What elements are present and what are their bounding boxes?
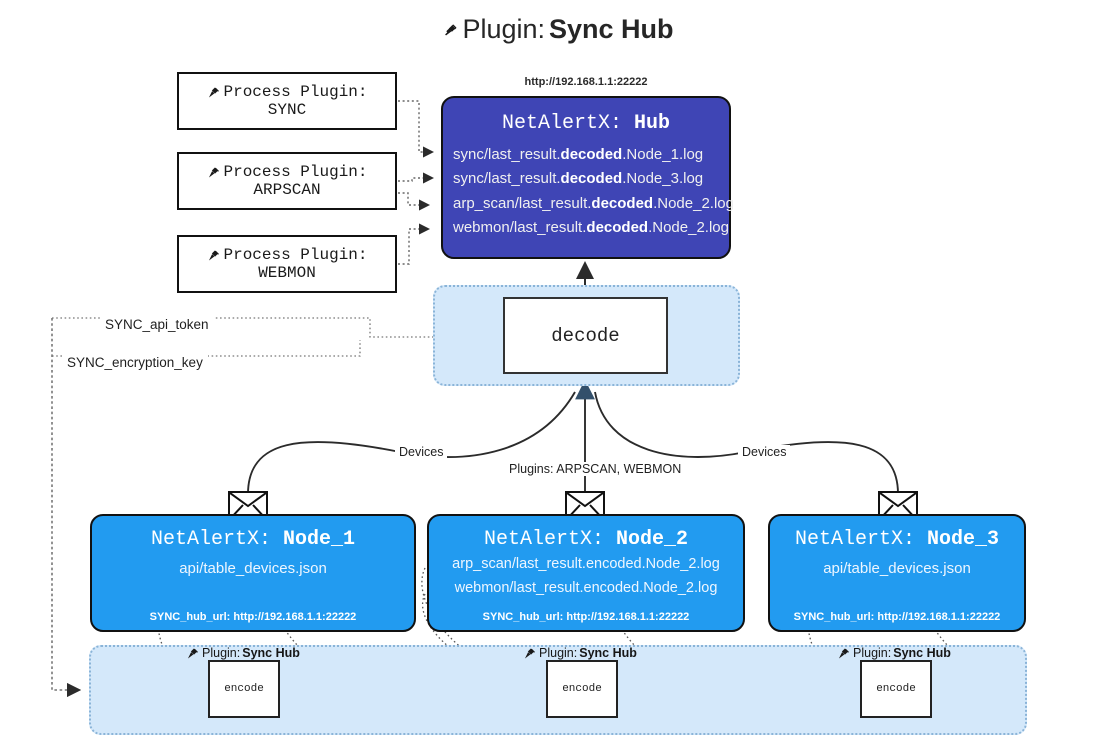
encode-box[interactable]: encode bbox=[860, 660, 932, 718]
process-plugin-value: ARPSCAN bbox=[253, 181, 321, 199]
encoder-plugin-label: Plugin: Sync Hub bbox=[836, 646, 951, 660]
hub-title-name: Hub bbox=[634, 112, 671, 135]
process-plugin-value: WEBMON bbox=[258, 264, 316, 282]
plug-icon bbox=[524, 648, 535, 659]
node-title-prefix: NetAlertX: bbox=[150, 528, 271, 551]
hub-row-em: decoded bbox=[560, 146, 623, 163]
hub-row-pre: sync/last_result. bbox=[453, 146, 561, 163]
decode-box[interactable]: decode bbox=[503, 297, 668, 374]
hub-title-prefix: NetAlertX: bbox=[501, 112, 622, 135]
node-box-node-3[interactable]: NetAlertX: Node_3 api/table_devices.json… bbox=[768, 514, 1026, 632]
node-box-node-2[interactable]: NetAlertX: Node_2 arp_scan/last_result.e… bbox=[427, 514, 745, 632]
process-plugin-label: Process Plugin: bbox=[223, 245, 368, 264]
sync-api-token-label: SYNC_api_token bbox=[100, 317, 214, 332]
hub-row-post: .Node_3.log bbox=[622, 170, 704, 188]
hub-title: NetAlertX: Hub bbox=[443, 112, 729, 135]
sync-encryption-key-label: SYNC_encryption_key bbox=[62, 355, 208, 370]
node-footer: SYNC_hub_url: http://192.168.1.1:22222 bbox=[793, 611, 1001, 623]
hub-row-pre: sync/last_result. bbox=[453, 170, 561, 188]
encode-box[interactable]: encode bbox=[546, 660, 618, 718]
plug-icon bbox=[838, 648, 849, 659]
encoder-plugin-name: Sync Hub bbox=[579, 646, 637, 660]
encoder-plugin-prefix: Plugin: bbox=[853, 646, 892, 660]
node-title: NetAlertX: Node_2 bbox=[429, 528, 743, 551]
encoder-plugin-prefix: Plugin: bbox=[202, 646, 241, 660]
hub-url-label: http://192.168.1.1:22222 bbox=[524, 76, 648, 88]
process-plugin-box-arpscan[interactable]: Process Plugin: ARPSCAN bbox=[177, 152, 397, 210]
process-plugin-box-sync[interactable]: Process Plugin: SYNC bbox=[177, 72, 397, 130]
title-prefix: Plugin: bbox=[462, 14, 546, 44]
node-footer: SYNC_hub_url: http://192.168.1.1:22222 bbox=[482, 611, 690, 623]
hub-row-post: .Node_2.log bbox=[653, 194, 734, 212]
node-line: arp_scan/last_result.encoded.Node_2.log bbox=[452, 556, 720, 572]
hub-log-row: webmon/last_result.decoded.Node_2.log bbox=[443, 216, 729, 240]
hub-log-row: sync/last_result.decoded.Node_3.log bbox=[443, 167, 729, 191]
plug-icon bbox=[187, 648, 198, 659]
hub-row-pre: webmon/last_result. bbox=[453, 218, 587, 236]
node-line: webmon/last_result.encoded.Node_2.log bbox=[454, 580, 718, 597]
process-plugin-box-webmon[interactable]: Process Plugin: WEBMON bbox=[177, 235, 397, 293]
node-title: NetAlertX: Node_3 bbox=[770, 528, 1024, 551]
hub-row-post: .Node_1.log bbox=[622, 146, 704, 163]
node-box-node-1[interactable]: NetAlertX: Node_1 api/table_devices.json… bbox=[90, 514, 416, 632]
encoder-plugin-label: Plugin: Sync Hub bbox=[185, 646, 300, 660]
plug-icon bbox=[209, 87, 220, 98]
encoder-plugin-name: Sync Hub bbox=[242, 646, 300, 660]
encoder-plugin-prefix: Plugin: bbox=[539, 646, 578, 660]
node-line: api/table_devices.json bbox=[179, 560, 327, 577]
title-name: Sync Hub bbox=[549, 14, 674, 44]
node-title-prefix: NetAlertX: bbox=[794, 528, 915, 551]
encoder-plugin-name: Sync Hub bbox=[893, 646, 951, 660]
process-plugin-value: SYNC bbox=[267, 101, 307, 119]
hub-node[interactable]: NetAlertX: Hub sync/last_result.decoded.… bbox=[441, 96, 734, 259]
process-plugin-label: Process Plugin: bbox=[223, 162, 368, 181]
node-title: NetAlertX: Node_1 bbox=[92, 528, 414, 551]
node-title-prefix: NetAlertX: bbox=[483, 528, 604, 551]
hub-row-em: decoded bbox=[591, 194, 654, 212]
encoder-plugin-label: Plugin: Sync Hub bbox=[522, 646, 637, 660]
hub-row-em: decoded bbox=[586, 218, 649, 236]
edge-label-plugins: Plugins: ARPSCAN, WEBMON bbox=[505, 462, 686, 476]
plug-icon bbox=[445, 24, 457, 35]
node-title-name: Node_3 bbox=[927, 528, 1000, 551]
edge-label-devices-right: Devices bbox=[738, 445, 791, 459]
node-line: api/table_devices.json bbox=[823, 560, 971, 577]
process-plugin-label: Process Plugin: bbox=[223, 82, 368, 101]
edge-label-devices-left: Devices bbox=[395, 445, 448, 459]
node-footer: SYNC_hub_url: http://192.168.1.1:22222 bbox=[149, 611, 357, 623]
hub-row-pre: arp_scan/last_result. bbox=[453, 194, 592, 212]
encode-box[interactable]: encode bbox=[208, 660, 280, 718]
node-title-name: Node_2 bbox=[616, 528, 689, 551]
hub-row-post: .Node_2.log bbox=[648, 218, 729, 236]
hub-log-row: sync/last_result.decoded.Node_1.log bbox=[443, 143, 729, 167]
hub-log-row: arp_scan/last_result.decoded.Node_2.log bbox=[443, 192, 734, 216]
plug-icon bbox=[209, 250, 220, 261]
plug-icon bbox=[209, 167, 220, 178]
node-title-name: Node_1 bbox=[283, 528, 356, 551]
hub-row-em: decoded bbox=[560, 170, 623, 188]
page-title: Plugin: Sync Hub bbox=[0, 14, 1117, 45]
